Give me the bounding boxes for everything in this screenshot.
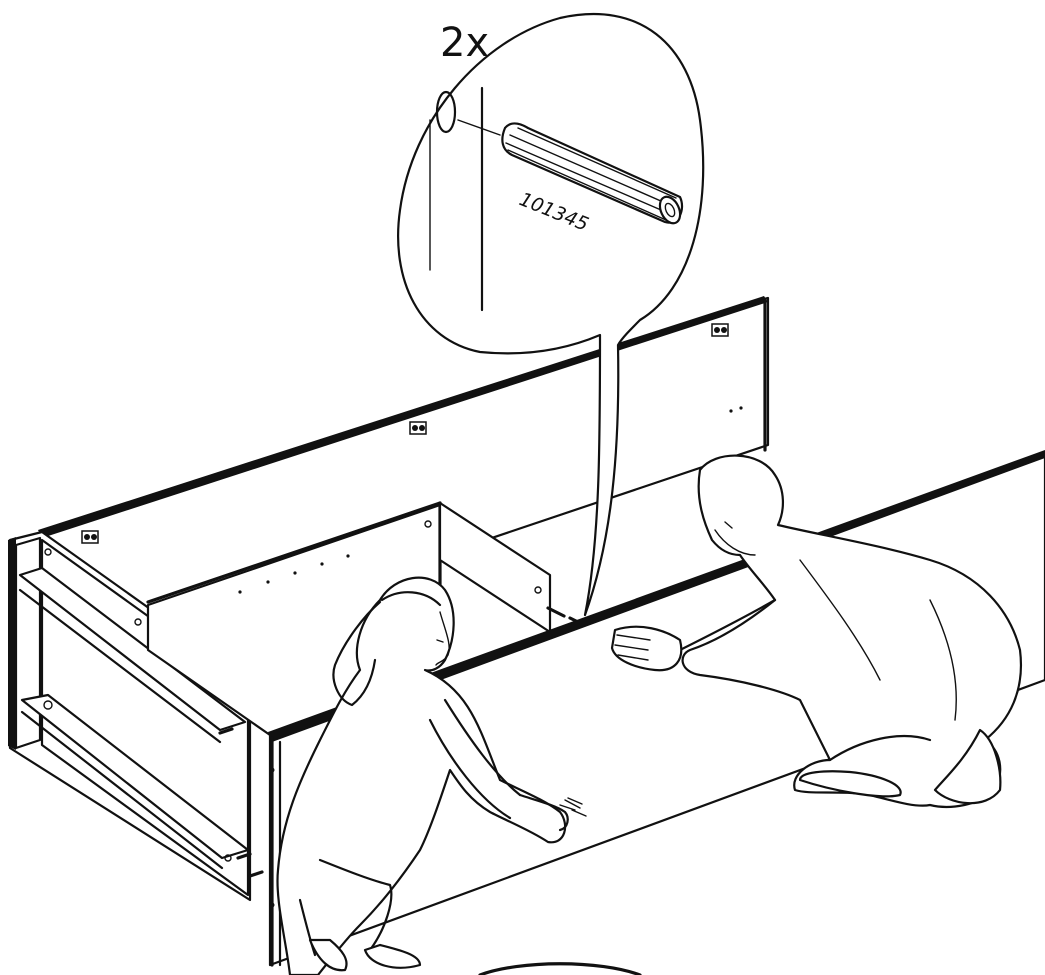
cam-fitting-icon [82,531,98,543]
next-callout-edge [480,964,640,975]
quantity-label: 2x [440,20,489,66]
cam-fitting-icon [712,324,728,336]
cam-fitting-icon [410,422,426,434]
